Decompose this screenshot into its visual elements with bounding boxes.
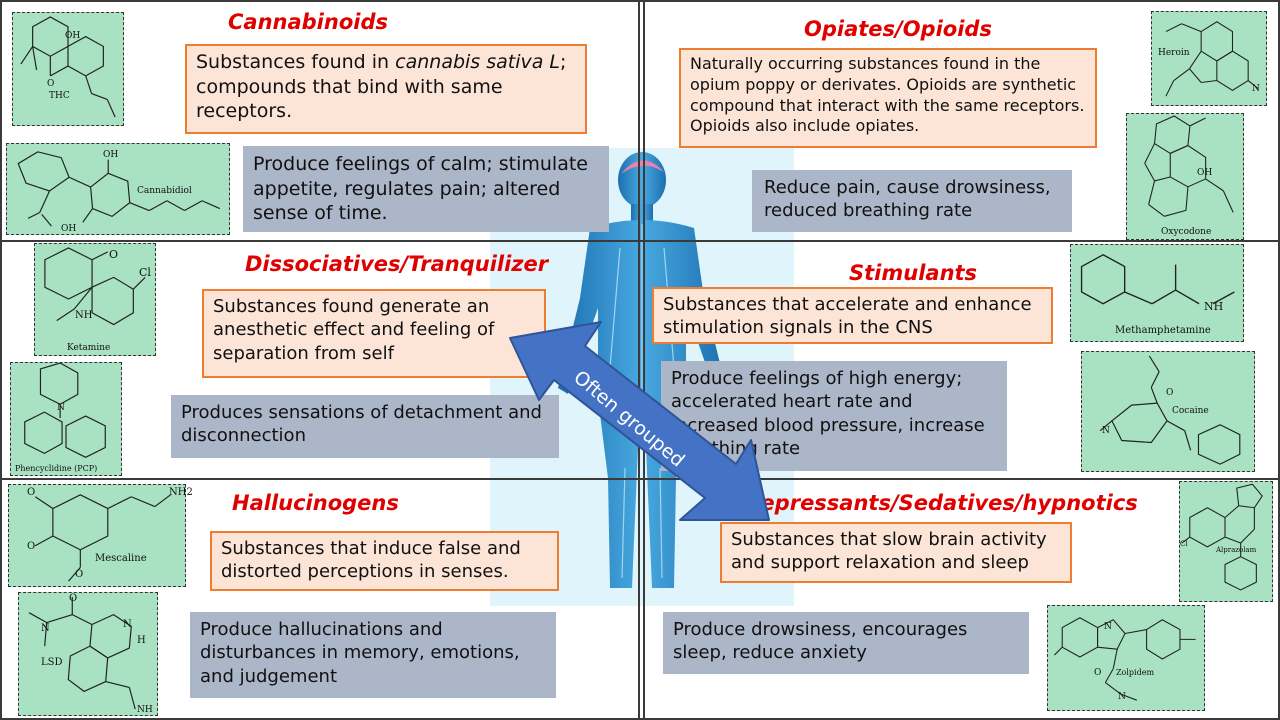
lsd-nitrogen-right-label: N [123, 619, 132, 630]
cannabinoids-definition-text: Substances found in [196, 51, 396, 73]
depressants-effects: Produce drowsiness, encourages sleep, re… [663, 612, 1029, 674]
molecule-heroin: Heroin N [1151, 11, 1267, 106]
frame-left [0, 0, 2, 720]
lsd-amine-label: NH [137, 705, 153, 715]
mescaline-amine-label: NH2 [169, 487, 193, 498]
dissociatives-effects: Produces sensations of detachment and di… [171, 395, 559, 458]
molecule-alprazolam: Alprazolam Cl [1179, 481, 1273, 602]
dissociatives-title: Dissociatives/Tranquilizer [245, 252, 549, 276]
dissociatives-definition: Substances found generate an anesthetic … [202, 289, 546, 378]
molecule-mescaline: O O O NH2 Mescaline [8, 484, 193, 587]
ketamine-oxygen-label: O [109, 248, 119, 261]
cannabinoids-definition: Substances found in cannabis sativa L; c… [185, 44, 587, 134]
cocaine-name-label: Cocaine [1172, 406, 1209, 416]
molecule-thc: OH O THC [12, 12, 124, 126]
methamphetamine-structure-icon [1080, 254, 1235, 305]
molecule-cannabidiol: OH OH Cannabidiol [6, 143, 230, 235]
lsd-oxygen-label: O [69, 593, 78, 604]
molecule-oxycodone: OH Oxycodone [1126, 113, 1244, 240]
cocaine-nitrogen-label: N [1102, 426, 1110, 436]
molecule-lsd: O N N H LSD NH [18, 592, 158, 716]
frame-right [1278, 0, 1280, 720]
thc-hydroxyl-label: OH [65, 31, 81, 41]
methamphetamine-name-label: Methamphetamine [1115, 325, 1211, 336]
cocaine-structure-icon [1099, 355, 1241, 465]
lsd-nitrogen-left-label: N [41, 623, 50, 634]
heroin-structure-icon [1165, 21, 1259, 97]
ketamine-chlorine-label: Cl [139, 266, 151, 279]
zolpidem-structure-icon [1053, 617, 1196, 701]
depressants-title: Depressants/Sedatives/hypnotics [743, 491, 1138, 515]
opioids-title: Opiates/Opioids [804, 17, 992, 41]
cocaine-oxygen-label: O [1166, 388, 1174, 398]
cannabinoids-definition-italic: cannabis sativa L [395, 51, 561, 73]
lsd-hydrogen-label: H [137, 635, 146, 646]
molecule-pcp: N Phencyclidine (PCP) [10, 362, 122, 476]
hallucinogens-effects: Produce hallucinations and disturbances … [190, 612, 556, 698]
depressants-definition: Substances that slow brain activity and … [720, 522, 1072, 583]
mescaline-structure-icon [34, 494, 171, 582]
cannabinoids-effects: Produce feelings of calm; stimulate appe… [243, 146, 609, 232]
lsd-structure-icon [28, 596, 136, 710]
center-divider-right [643, 0, 645, 720]
cannabinoids-definition-text-end: ; compounds that bind with same receptor… [196, 51, 567, 123]
oxycodone-structure-icon [1144, 115, 1234, 217]
heroin-name-label: Heroin [1158, 48, 1190, 58]
oxycodone-hydroxyl-label: OH [1197, 168, 1213, 178]
oxycodone-name-label: Oxycodone [1161, 227, 1212, 237]
mescaline-oxygen-bottom-label: O [75, 569, 84, 580]
frame-bottom [0, 718, 1280, 720]
alprazolam-chlorine-label: Cl [1180, 540, 1188, 548]
cannabinoids-title: Cannabinoids [228, 10, 388, 34]
thc-structure-icon [20, 16, 116, 118]
alprazolam-name-label: Alprazolam [1216, 546, 1257, 554]
heroin-nitrogen-label: N [1252, 84, 1260, 94]
lsd-name-label: LSD [41, 657, 63, 668]
stimulants-definition: Substances that accelerate and enhance s… [652, 287, 1053, 344]
pcp-name-label: Phencyclidine (PCP) [15, 464, 98, 473]
zolpidem-oxygen-label: O [1094, 668, 1102, 678]
thc-name-label: THC [49, 91, 70, 101]
opioids-effects: Reduce pain, cause drowsiness, reduced b… [752, 170, 1072, 232]
zolpidem-amine-label: N [1118, 692, 1126, 702]
mescaline-oxygen-mid-label: O [27, 541, 36, 552]
center-divider-left [638, 0, 640, 720]
cbd-hydroxyl-bottom-label: OH [61, 224, 77, 234]
ketamine-amine-label: NH [75, 310, 93, 321]
often-grouped-arrow [509, 321, 770, 521]
mescaline-name-label: Mescaline [95, 553, 147, 564]
ketamine-name-label: Ketamine [67, 343, 111, 353]
molecule-zolpidem: N O Zolpidem N [1047, 605, 1205, 711]
molecule-cocaine: Cocaine N O [1081, 351, 1255, 472]
thc-oxygen-label: O [47, 79, 55, 89]
cannabidiol-structure-icon [17, 151, 220, 227]
alprazolam-structure-icon [1181, 483, 1263, 591]
ketamine-structure-icon [44, 247, 146, 326]
cannabidiol-name-label: Cannabidiol [137, 186, 192, 196]
row-divider-1 [0, 240, 1280, 242]
pcp-structure-icon [24, 363, 106, 458]
zolpidem-nitrogen-label: N [1104, 622, 1112, 632]
pcp-nitrogen-label: N [57, 403, 65, 413]
frame-top [0, 0, 1280, 2]
hallucinogens-title: Hallucinogens [232, 491, 399, 515]
cbd-hydroxyl-top-label: OH [103, 150, 119, 160]
stimulants-title: Stimulants [849, 261, 978, 285]
zolpidem-name-label: Zolpidem [1116, 668, 1155, 677]
meth-amine-label: NH [1204, 300, 1224, 313]
hallucinogens-definition: Substances that induce false and distort… [210, 531, 559, 591]
molecule-methamphetamine: NH Methamphetamine [1070, 244, 1244, 342]
opioids-definition: Naturally occurring substances found in … [679, 48, 1097, 148]
mescaline-oxygen-top-label: O [27, 487, 36, 498]
row-divider-2 [0, 478, 1280, 480]
molecule-ketamine: O Cl NH Ketamine [34, 243, 156, 356]
